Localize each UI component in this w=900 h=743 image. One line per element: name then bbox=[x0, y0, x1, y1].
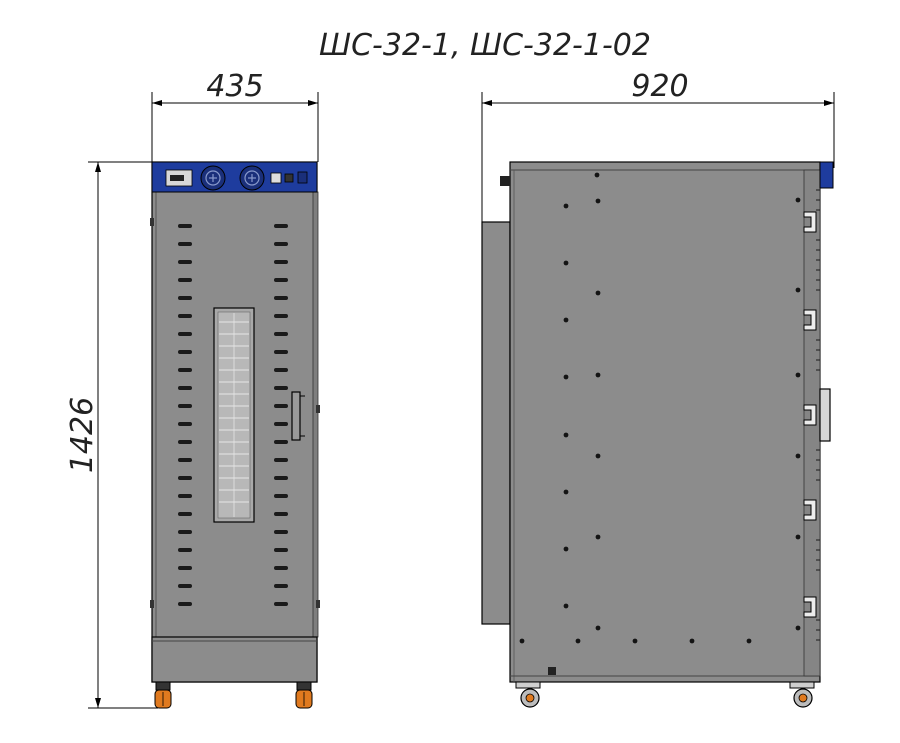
viewing-window bbox=[213, 307, 255, 523]
front-base bbox=[151, 636, 318, 683]
timer-knob-icon bbox=[239, 165, 265, 191]
front-view: 435 1426 bbox=[65, 69, 320, 709]
power-switch-icon bbox=[270, 172, 282, 184]
latch-brackets bbox=[803, 211, 817, 618]
side-door-handle bbox=[819, 388, 831, 442]
front-wheel-left-icon bbox=[154, 681, 172, 709]
front-wheel-right-icon bbox=[295, 681, 313, 709]
drawing-title: ШС-32-1, ШС-32-1-02 bbox=[319, 28, 651, 63]
vent-slots-right bbox=[274, 224, 288, 606]
side-cabinet-body bbox=[509, 161, 821, 683]
indicator-light-icon bbox=[297, 171, 308, 184]
thermostat-knob-icon bbox=[200, 165, 226, 191]
door-handle bbox=[291, 391, 301, 441]
rivets bbox=[519, 172, 801, 644]
front-width-label: 435 bbox=[206, 69, 263, 104]
height-label: 1426 bbox=[65, 397, 100, 473]
vent-slots-left bbox=[178, 224, 192, 606]
side-wheel-front-icon bbox=[789, 681, 815, 708]
side-depth-label: 920 bbox=[631, 69, 688, 104]
rear-housing bbox=[481, 221, 511, 625]
side-view: 920 bbox=[481, 69, 835, 708]
side-panel-edge bbox=[819, 161, 834, 189]
side-wheel-rear-icon bbox=[515, 681, 541, 708]
